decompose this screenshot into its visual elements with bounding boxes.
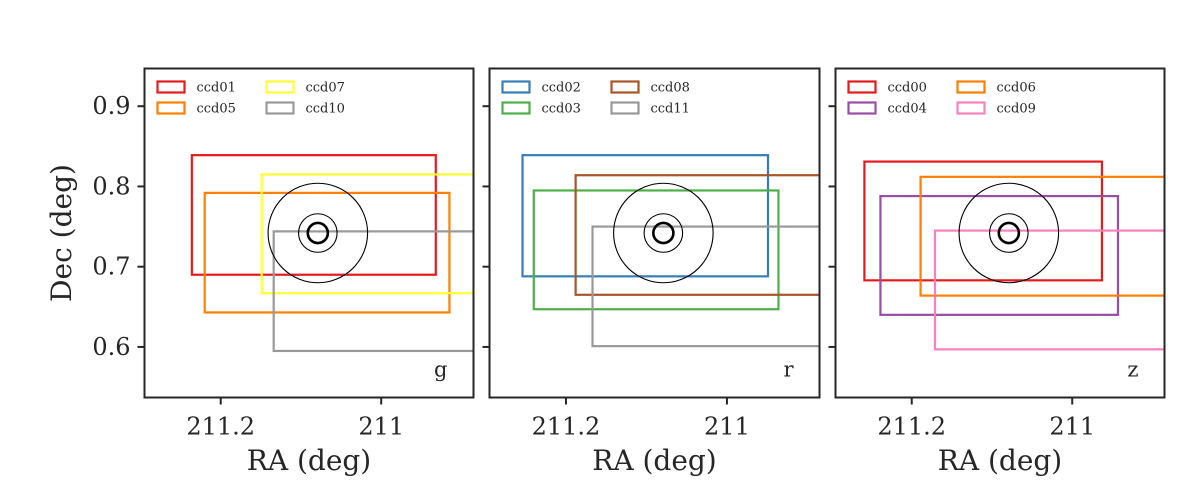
legend-swatch-ccd10 [265,101,295,115]
legend-label: ccd02 [542,81,581,96]
legend-swatch-ccd05 [156,101,186,115]
legend-label: ccd01 [197,81,236,96]
band-label: g [434,358,447,382]
ccd-footprint-ccd11 [591,225,820,348]
ccd-footprint-ccd09 [933,229,1165,351]
x-tick-label: 211.2 [532,413,601,441]
legend-swatch-ccd11 [610,101,640,115]
legend-swatch-ccd07 [265,80,295,94]
legend-label: ccd00 [888,81,927,96]
y-tick-label: 0.6 [92,333,130,361]
legend-label: ccd09 [997,102,1036,117]
target-circle [997,221,1021,245]
y-tick-label: 0.7 [92,253,130,281]
y-tick-label: 0.9 [92,92,130,120]
x-axis-label: RA (deg) [247,444,371,477]
axes-frame [488,67,821,399]
panel-r: 211.2 211 RA (deg) r ccd02 ccd03 ccd08 ccd11 [482,67,821,477]
target-circle [613,182,714,284]
plot-area [863,160,1165,351]
target-circle [643,213,684,253]
ccd-footprint-ccd01 [190,154,437,276]
legend-label: ccd06 [997,81,1036,96]
ccd-footprint-ccd07 [260,173,474,295]
legend-label: ccd07 [306,81,345,96]
ccd-footprint-ccd04 [879,194,1120,316]
legend-label: ccd10 [306,102,345,117]
ccd-footprint-ccd10 [272,230,474,353]
plot-area [190,154,474,353]
panel-z: 211.2 211 RA (deg) z ccd00 ccd04 ccd06 ccd09 [828,67,1166,477]
legend-swatch-ccd06 [956,80,986,94]
legend: ccd00 ccd04 ccd06 ccd09 [847,80,1036,117]
ccd-footprint-ccd00 [863,160,1104,282]
legend-swatch-ccd09 [956,101,986,115]
x-tick-label: 211 [358,413,404,441]
band-label: z [1127,358,1138,382]
legend-label: ccd03 [542,102,581,117]
target-circle [306,221,330,245]
x-tick-label: 211.2 [186,413,255,441]
x-axis-label: RA (deg) [592,444,716,477]
ccd-footprint-ccd02 [521,154,770,278]
legend-swatch-ccd03 [501,101,531,115]
target-circle [652,221,675,245]
legend-swatch-ccd01 [156,80,186,94]
target-circle [267,182,369,284]
legend-label: ccd05 [197,102,236,117]
x-axis-label: RA (deg) [938,444,1062,477]
legend-label: ccd11 [651,102,690,117]
legend-swatch-ccd00 [847,80,877,94]
ccd-footprint-ccd05 [203,191,451,314]
ccd-footprint-ccd06 [919,175,1165,297]
target-circle [989,213,1029,253]
legend: ccd01 ccd05 ccd07 ccd10 [156,80,345,117]
ccd-footprint-ccd08 [574,174,820,296]
axes-frame [834,67,1166,399]
x-tick-label: 211 [1049,413,1095,441]
ccd-footprint-ccd03 [532,189,780,311]
plot-area [521,154,820,348]
y-tick-label: 0.8 [92,172,130,200]
band-label: r [783,358,794,382]
y-axis-label: Dec (deg) [45,164,78,302]
legend-swatch-ccd08 [610,80,640,94]
legend-label: ccd04 [888,102,927,117]
target-circle [958,182,1060,284]
axes-frame [143,67,475,399]
legend-label: ccd08 [651,81,690,96]
target-circle [298,213,338,253]
x-tick-label: 211 [704,413,750,441]
legend-swatch-ccd02 [501,80,531,94]
legend: ccd02 ccd03 ccd08 ccd11 [501,80,690,117]
legend-swatch-ccd04 [847,101,877,115]
x-tick-label: 211.2 [877,413,946,441]
